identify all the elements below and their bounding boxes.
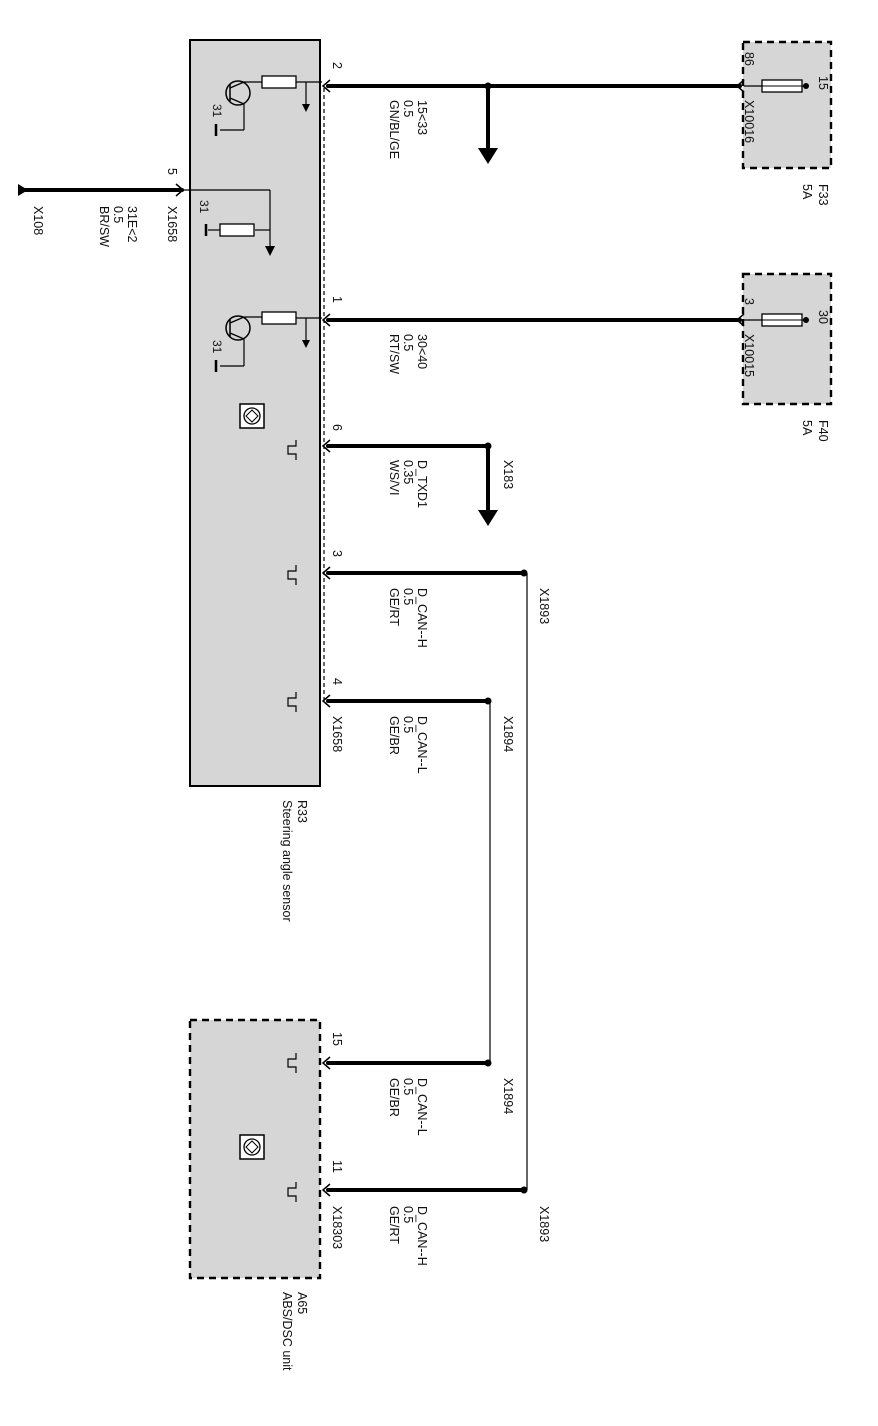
wire-color: RT/SW — [387, 334, 401, 374]
wire-size: 0.5 — [401, 588, 415, 605]
fuse-id: F33 — [816, 184, 830, 206]
wire-signal: D_CAN--H — [415, 588, 429, 648]
pin-number: 5 — [165, 168, 179, 175]
arrow-down-icon — [302, 104, 310, 112]
wire-size: 0.5 — [401, 1206, 415, 1223]
wire-size: 0.5 — [401, 716, 415, 733]
bus-pulse-icon — [287, 692, 297, 712]
fuse-icon — [744, 79, 809, 93]
wire-color: GE/RT — [387, 588, 401, 626]
connector-pin-icon — [321, 694, 331, 708]
transistor-icon — [214, 315, 262, 372]
bus-pulse-icon — [287, 1053, 297, 1073]
ground-31-label: 31 — [210, 340, 224, 354]
connector-label: X1893 — [537, 1206, 551, 1242]
fuse-pin-right: 15 — [816, 76, 830, 90]
control-unit-icon — [239, 403, 265, 429]
transistor-icon — [214, 80, 262, 136]
connector-label: X1658 — [330, 716, 344, 752]
wire-size: 0.5 — [111, 206, 125, 223]
wire-color: GE/RT — [387, 1206, 401, 1244]
fuse-icon — [744, 313, 809, 327]
arrow-down-icon — [478, 510, 498, 526]
ground-31-label: 31 — [210, 104, 224, 118]
f40-fuse-box — [741, 272, 833, 406]
connector-label: X18303 — [330, 1206, 344, 1249]
wire-signal: D_CAN--H — [415, 1206, 429, 1266]
connector-pin-icon — [735, 79, 745, 93]
resistor-icon — [261, 311, 297, 325]
arrow-down-icon — [302, 340, 310, 348]
fuse-pin-left: 86 — [742, 52, 756, 66]
wire-signal: 15<33 — [415, 100, 429, 135]
connector-pin-icon — [321, 1183, 331, 1197]
connector-pin-icon — [321, 313, 331, 327]
wire-size: 0.5 — [401, 1078, 415, 1095]
ground-arrow-icon — [265, 246, 275, 256]
wire-signal: 30<40 — [415, 334, 429, 369]
bus-pulse-icon — [287, 1182, 297, 1202]
ground-arrow-icon — [18, 184, 28, 196]
connector-label: X10016 — [742, 100, 756, 143]
connector-pin-icon — [175, 183, 185, 197]
pin-number: 11 — [330, 1160, 344, 1173]
pin-number: 4 — [330, 678, 344, 685]
connector-label: X1893 — [537, 588, 551, 624]
fuse-id: F40 — [816, 420, 830, 442]
connector-pin-icon — [321, 439, 331, 453]
connector-label: X1894 — [501, 1078, 515, 1114]
wire-color: GN/BL/GE — [387, 100, 401, 159]
bus-pulse-icon — [287, 440, 297, 460]
wire-color: WS/VI — [387, 460, 401, 495]
ground-31-label: 31 — [197, 200, 211, 214]
fuse-pin-right: 30 — [816, 310, 830, 324]
wire-color: GE/BR — [387, 1078, 401, 1117]
arrow-down-icon — [478, 148, 498, 164]
fuse-rating: 5A — [800, 184, 814, 200]
pin-number: 3 — [330, 550, 344, 557]
pin-number: 6 — [330, 424, 344, 431]
pin-number: 1 — [330, 296, 344, 303]
pin-number: 2 — [330, 62, 344, 69]
connector-pin-icon — [321, 566, 331, 580]
a65-id: A65 — [295, 1292, 309, 1314]
wire-signal: D_TXD1 — [415, 460, 429, 508]
connector-label: X183 — [501, 460, 515, 489]
a65-name: ABS/DSC unit — [280, 1292, 294, 1371]
connector-pin-icon — [735, 313, 745, 327]
control-unit-icon — [239, 1134, 265, 1160]
resistor-icon — [219, 223, 255, 237]
f33-fuse-box — [741, 40, 833, 170]
wire-size: 0.35 — [401, 460, 415, 484]
wire-size: 0.5 — [401, 100, 415, 117]
wire-color: GE/BR — [387, 716, 401, 755]
connector-pin-icon — [321, 79, 331, 93]
wire-color: BR/SW — [97, 206, 111, 247]
wire-signal: D_CAN--L — [415, 1078, 429, 1136]
wire-signal: D_CAN--L — [415, 716, 429, 774]
connector-pin-icon — [321, 1056, 331, 1070]
r33-name: Steering angle sensor — [280, 800, 294, 922]
fuse-pin-left: 3 — [742, 298, 756, 305]
connector-label: X1894 — [501, 716, 515, 752]
connector-label: X108 — [31, 206, 45, 235]
connector-label: X1658 — [165, 206, 179, 242]
r33-id: R33 — [295, 800, 309, 823]
bus-pulse-icon — [287, 565, 297, 585]
wire-size: 0.5 — [401, 334, 415, 351]
fuse-rating: 5A — [800, 420, 814, 436]
pin-number: 15 — [330, 1032, 344, 1046]
resistor-icon — [261, 75, 297, 89]
connector-label: X10015 — [742, 334, 756, 377]
wire-signal: 31E<2 — [125, 206, 139, 243]
